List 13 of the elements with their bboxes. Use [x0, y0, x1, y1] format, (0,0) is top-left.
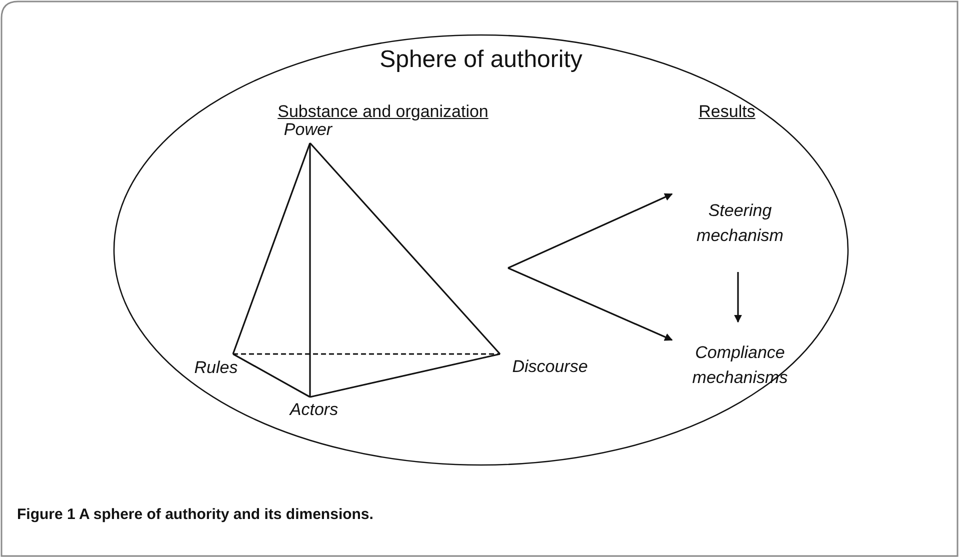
arrow [734, 272, 742, 323]
arrow [508, 267, 673, 341]
sphere-title: Sphere of authority [378, 46, 584, 74]
arrow [508, 193, 673, 269]
vertex-label: Rules [194, 358, 238, 378]
sphere-ellipse [113, 34, 849, 466]
vertex-label: Actors [290, 400, 338, 420]
section-heading: Substance and organization [278, 102, 488, 122]
section-heading: Results [698, 102, 756, 122]
mechanism-label: Steering mechanism [696, 200, 784, 247]
vertex-label: Discourse [512, 357, 588, 377]
vertex-label: Power [284, 120, 332, 140]
figure-caption: Figure 1 A sphere of authority and its dimensions. [17, 506, 374, 523]
